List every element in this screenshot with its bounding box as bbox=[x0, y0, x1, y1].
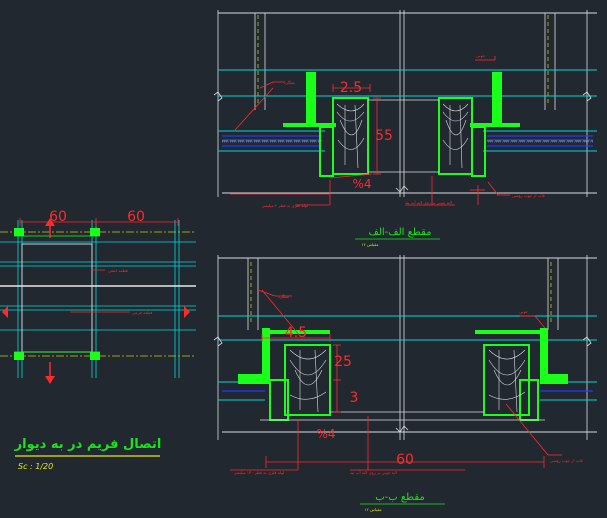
section-a-title: مقطع الف-الف bbox=[368, 227, 431, 238]
section-a-drawing bbox=[213, 10, 597, 206]
plan-label-main: قطعه اصلی bbox=[108, 268, 128, 273]
plan-dim-left: 60 bbox=[49, 209, 67, 225]
section-b-dim-mid: 25 bbox=[334, 354, 352, 370]
section-b-scale: مقیاس ۱۲ bbox=[364, 507, 381, 512]
section-a-dim-slope: %4 bbox=[352, 177, 371, 191]
sheet-title: اتصال فریم در به دیوار bbox=[14, 437, 162, 452]
section-a-dim-top: 2.5 bbox=[340, 80, 362, 96]
section-b-dim-top: 4.5 bbox=[285, 325, 307, 341]
plan-dim-right: 60 bbox=[127, 209, 145, 225]
section-a-scale: مقیاس ۱۲ bbox=[361, 242, 378, 247]
plan-label-sub: قطعه فرعی bbox=[132, 310, 152, 315]
section-b-dim-low: 3 bbox=[350, 390, 359, 406]
section-a-note-mid: لایه چوبی بر روی لایه آب بند bbox=[405, 200, 452, 205]
sheet-scale: Sc : 1/20 bbox=[18, 462, 53, 471]
section-b-note-mid: لایه چوبی بر روی لایه آب بند bbox=[350, 470, 397, 475]
section-b-dim-width: 60 bbox=[396, 452, 414, 468]
section-b-label-right: چوبی bbox=[519, 309, 529, 314]
section-b-note-right: قاب از چوب روسی bbox=[550, 458, 583, 463]
section-a-dim-height: 55 bbox=[375, 128, 393, 144]
section-a-note-right: قاب از چوب روسی bbox=[512, 193, 545, 198]
section-a-note-left: لوله فلزی به قطر ۴ میلیمتر bbox=[261, 203, 308, 208]
section-b-drawing bbox=[213, 255, 597, 471]
section-a-label-right: چوبی bbox=[476, 53, 486, 58]
section-b-dim-slope: %4 bbox=[316, 427, 335, 441]
section-b-note-left: لوله فلزی به قطر ۱۳۰ میلیمتر bbox=[233, 470, 284, 475]
plan-drawing bbox=[0, 218, 196, 384]
section-b-label-left: میلگرد bbox=[278, 294, 289, 299]
section-b-title: مقطع ب-ب bbox=[375, 492, 425, 503]
section-a-label-left: میلگرد bbox=[284, 80, 295, 85]
